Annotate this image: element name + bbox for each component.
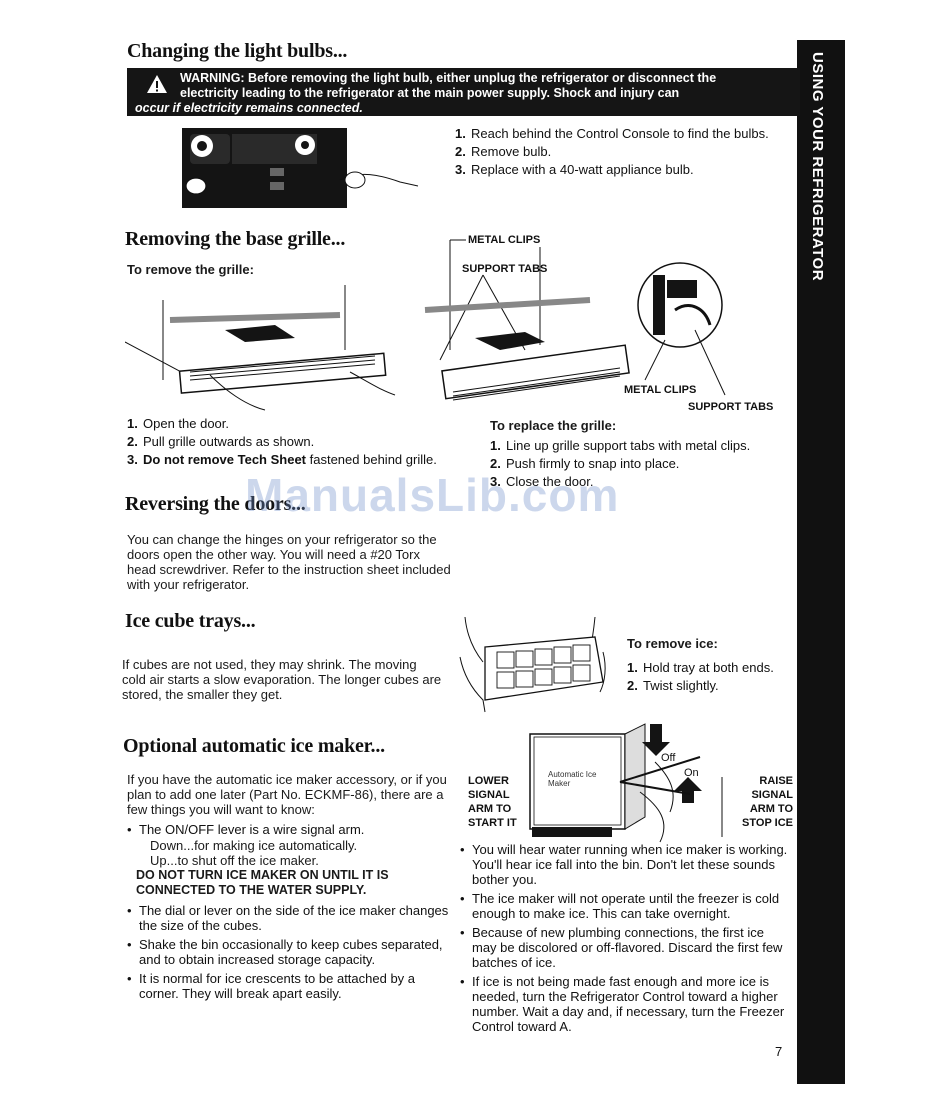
list-item: The dial or lever on the side of the ice… <box>127 903 453 933</box>
list-item: 2.Push firmly to snap into place. <box>490 456 680 471</box>
up-line: Up...to shut off the ice maker. <box>150 853 319 868</box>
section-sidebar: USING YOUR REFRIGERATOR <box>797 40 845 1084</box>
list-item: 2.Pull grille outwards as shown. <box>127 434 315 449</box>
ice-tray-illustration <box>459 616 606 713</box>
ice-maker-heading: Optional automatic ice maker... <box>123 735 385 757</box>
light-bulb-steps: 1.Reach behind the Control Console to fi… <box>455 126 785 180</box>
list-item: You will hear water running when ice mak… <box>460 842 788 887</box>
list-item: If ice is not being made fast enough and… <box>460 974 788 1034</box>
replace-grille-steps: 1.Line up grille support tabs with metal… <box>490 438 795 492</box>
ice-maker-left-bullets: The dial or lever on the side of the ice… <box>127 903 453 1005</box>
label-metal-clips-top: METAL CLIPS <box>466 233 543 247</box>
light-bulb-illustration <box>182 128 419 208</box>
page-number: 7 <box>775 1044 783 1059</box>
list-item: The ON/OFF lever is a wire signal arm. <box>127 822 452 837</box>
down-line: Down...for making ice automatically. <box>150 838 358 853</box>
remove-ice-steps: 1.Hold tray at both ends. 2.Twist slight… <box>627 660 797 696</box>
label-raise-signal-arm: RAISE SIGNAL ARM TO STOP ICE <box>742 775 793 829</box>
list-item: 1.Hold tray at both ends. <box>627 660 774 675</box>
ice-maker-unit-label: Automatic Ice Maker <box>548 770 597 788</box>
replace-grille-heading: To replace the grille: <box>490 418 617 433</box>
reversing-doors-heading: Reversing the doors... <box>125 493 306 515</box>
warning-box: WARNING: Before removing the light bulb,… <box>127 68 800 116</box>
ice-maker-illustration <box>529 723 723 843</box>
list-item: It is normal for ice crescents to be att… <box>127 971 453 1001</box>
list-item: 1.Reach behind the Control Console to fi… <box>455 126 769 141</box>
base-grille-heading: Removing the base grille... <box>125 228 346 250</box>
label-metal-clips-bottom: METAL CLIPS <box>624 384 697 396</box>
list-item: 3.Close the door. <box>490 474 594 489</box>
remove-ice-heading: To remove ice: <box>627 636 718 651</box>
warning-icon <box>147 75 167 93</box>
list-item: 2.Twist slightly. <box>627 678 719 693</box>
warning-line-2: electricity leading to the refrigerator … <box>180 86 680 100</box>
list-item: 1.Open the door. <box>127 416 230 431</box>
label-off: Off <box>661 752 676 764</box>
ice-maker-intro: If you have the automatic ice maker acce… <box>127 772 447 817</box>
list-item: 3.Replace with a 40-watt appliance bulb. <box>455 162 694 177</box>
sidebar-title: USING YOUR REFRIGERATOR <box>809 52 826 282</box>
reversing-doors-body: You can change the hinges on your refrig… <box>127 532 451 592</box>
label-lower-signal-arm: LOWER SIGNAL ARM TO START IT <box>468 775 517 829</box>
list-item: 1.Line up grille support tabs with metal… <box>490 438 751 453</box>
label-on: On <box>684 767 699 779</box>
list-item: Because of new plumbing connections, the… <box>460 925 788 970</box>
ice-trays-body: If cubes are not used, they may shrink. … <box>122 657 442 702</box>
warning-line-3: occur if electricity remains connected. <box>135 101 363 115</box>
remove-grille-illustration <box>125 285 396 411</box>
list-item: The ice maker will not operate until the… <box>460 891 788 921</box>
ice-maker-caution: DO NOT TURN ICE MAKER ON UNTIL IT IS CON… <box>136 868 389 897</box>
list-item: Shake the bin occasionally to keep cubes… <box>127 937 453 967</box>
list-item: 2.Remove bulb. <box>455 144 552 159</box>
list-item: 3.Do not remove Tech Sheet fastened behi… <box>127 452 437 467</box>
remove-grille-steps: 1.Open the door. 2.Pull grille outwards … <box>127 416 457 470</box>
remove-grille-heading: To remove the grille: <box>127 262 254 277</box>
light-bulbs-heading: Changing the light bulbs... <box>127 40 348 62</box>
ice-trays-heading: Ice cube trays... <box>125 610 256 632</box>
warning-line-1: WARNING: Before removing the light bulb,… <box>180 71 717 85</box>
label-support-tabs-top: SUPPORT TABS <box>462 263 548 275</box>
ice-maker-bullet-1: The ON/OFF lever is a wire signal arm. <box>127 822 452 841</box>
watermark: ManualsLib.com <box>245 469 620 521</box>
label-support-tabs-bottom: SUPPORT TABS <box>688 401 774 413</box>
ice-maker-right-bullets: You will hear water running when ice mak… <box>460 842 788 1038</box>
replace-grille-illustration <box>424 239 726 401</box>
